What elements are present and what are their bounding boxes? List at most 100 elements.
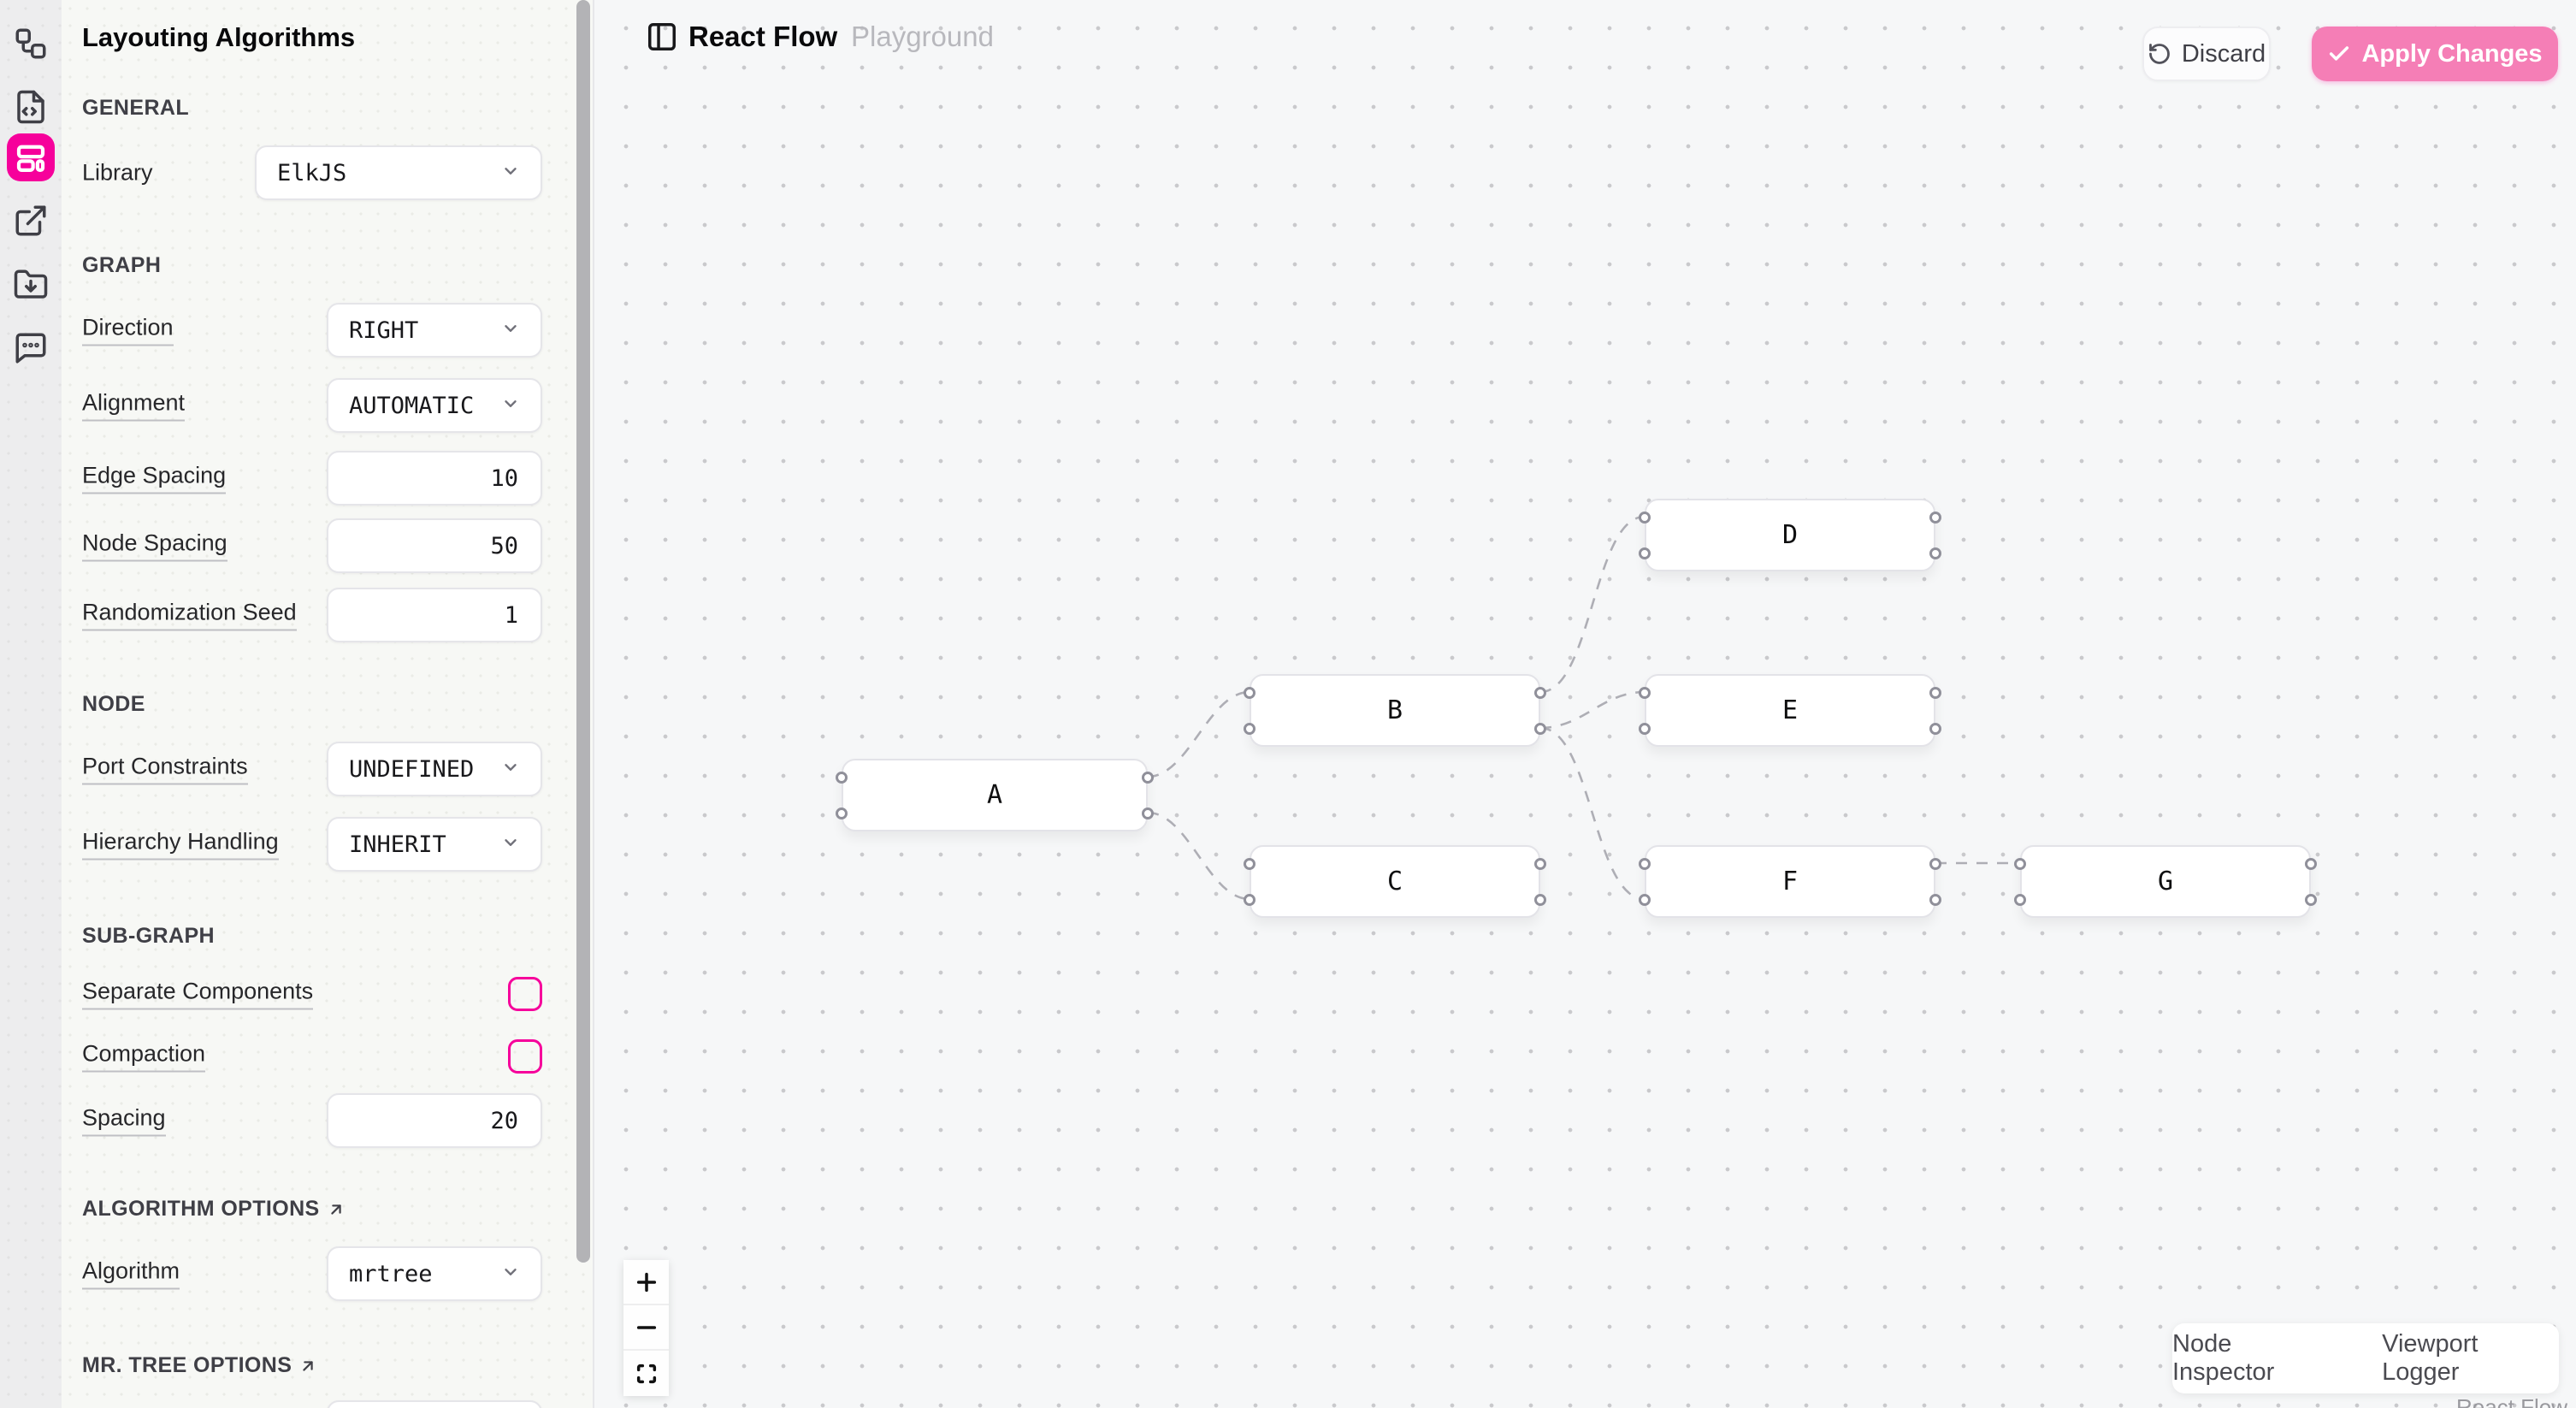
node-label: F	[1781, 867, 1799, 896]
target-handle[interactable]	[1639, 858, 1651, 870]
target-handle[interactable]	[1244, 858, 1256, 870]
section-algorithm-options[interactable]: ALGORITHM OPTIONS	[82, 1197, 346, 1222]
edge-spacing-label: Edge Spacing	[82, 463, 227, 494]
source-handle[interactable]	[1534, 723, 1546, 735]
port-constraints-select[interactable]: UNDEFINED	[327, 742, 542, 796]
chevron-down-icon	[501, 160, 520, 186]
layout-dashboard-icon[interactable]	[7, 133, 55, 181]
panel-toggle-icon[interactable]	[646, 21, 678, 53]
source-handle[interactable]	[1929, 547, 1941, 559]
source-handle[interactable]	[1929, 858, 1941, 870]
flow-node-G[interactable]: G	[2014, 845, 2317, 918]
edge-B-F	[1539, 726, 1645, 901]
chevron-down-icon	[501, 831, 520, 858]
viewport-logger-toggle[interactable]: Viewport Logger	[2382, 1330, 2479, 1386]
edge-A-B	[1147, 690, 1250, 778]
target-handle[interactable]	[1244, 687, 1256, 699]
flow-node-C[interactable]: C	[1244, 845, 1546, 918]
compaction-checkbox[interactable]	[508, 1039, 542, 1074]
section-node: NODE	[82, 692, 145, 716]
target-handle[interactable]	[836, 808, 848, 819]
edge-A-C	[1147, 811, 1250, 901]
flow-canvas[interactable]: React Flow Playground Discard Apply Chan…	[593, 0, 2576, 1408]
target-handle[interactable]	[1244, 894, 1256, 906]
algorithm-select[interactable]: mrtree	[327, 1246, 542, 1301]
flow-edges	[1147, 515, 2020, 901]
zoom-in-button[interactable]	[623, 1260, 669, 1305]
edge-B-E	[1539, 690, 1645, 730]
node-label: G	[2157, 867, 2174, 896]
flow-node-E[interactable]: E	[1639, 674, 1941, 747]
flow-node-B[interactable]: B	[1244, 674, 1546, 747]
source-handle[interactable]	[1534, 858, 1546, 870]
target-handle[interactable]	[1639, 547, 1651, 559]
chevron-down-icon	[501, 756, 520, 783]
message-dots-icon[interactable]	[7, 324, 55, 372]
target-handle[interactable]	[1639, 512, 1651, 524]
check-icon	[2330, 46, 2349, 61]
source-handle[interactable]	[2305, 858, 2317, 870]
fit-view-button[interactable]	[623, 1351, 669, 1396]
source-handle[interactable]	[2305, 894, 2317, 906]
source-handle[interactable]	[1534, 687, 1546, 699]
randomization-seed-input[interactable]: 1	[327, 588, 542, 642]
rotate-ccw-icon	[2148, 44, 2170, 64]
chevron-down-icon	[501, 1261, 520, 1287]
mr-tree-partial-select[interactable]	[327, 1400, 542, 1408]
flow-node-A[interactable]: A	[836, 759, 1154, 831]
alignment-select[interactable]: AUTOMATIC	[327, 378, 542, 433]
flow-node-F[interactable]: F	[1639, 845, 1941, 918]
chevron-down-icon	[501, 393, 520, 419]
library-select[interactable]: ElkJS	[255, 145, 542, 200]
app-subtitle: Playground	[851, 21, 994, 52]
target-handle[interactable]	[2014, 858, 2026, 870]
node-label: C	[1386, 867, 1403, 896]
separate-components-checkbox[interactable]	[508, 977, 542, 1011]
source-handle[interactable]	[1534, 894, 1546, 906]
target-handle[interactable]	[1639, 723, 1651, 735]
section-general: GENERAL	[82, 96, 190, 120]
fit-view-icon	[636, 1364, 656, 1383]
node-spacing-input[interactable]: 50	[327, 518, 542, 573]
source-handle[interactable]	[1929, 723, 1941, 735]
source-handle[interactable]	[1929, 894, 1941, 906]
minus-icon	[636, 1325, 656, 1329]
workflow-icon[interactable]	[7, 20, 55, 68]
folder-download-icon[interactable]	[7, 261, 55, 309]
discard-button[interactable]: Discard	[2142, 27, 2271, 81]
target-handle[interactable]	[1639, 894, 1651, 906]
node-inspector-toggle[interactable]: Node Inspector	[2172, 1330, 2275, 1386]
compaction-label: Compaction	[82, 1041, 206, 1073]
source-handle[interactable]	[1929, 687, 1941, 699]
target-handle[interactable]	[836, 772, 848, 784]
subgraph-spacing-label: Spacing	[82, 1105, 166, 1137]
section-graph: GRAPH	[82, 253, 162, 277]
direction-select[interactable]: RIGHT	[327, 303, 542, 358]
apply-changes-button[interactable]: Apply Changes	[2312, 27, 2558, 81]
node-spacing-label: Node Spacing	[82, 530, 227, 562]
plus-icon	[636, 1272, 656, 1292]
section-mr-tree-options[interactable]: MR. TREE OPTIONS	[82, 1353, 317, 1378]
randomization-seed-label: Randomization Seed	[82, 600, 297, 631]
direction-label: Direction	[82, 315, 174, 346]
zoom-out-button[interactable]	[623, 1305, 669, 1351]
external-link-icon[interactable]	[7, 197, 55, 245]
source-handle[interactable]	[1142, 808, 1154, 819]
node-label: D	[1781, 520, 1799, 550]
react-flow-attribution[interactable]: React Flow	[2455, 1394, 2567, 1408]
separate-components-label: Separate Components	[82, 979, 314, 1010]
file-code-icon[interactable]	[7, 83, 55, 131]
source-handle[interactable]	[1142, 772, 1154, 784]
target-handle[interactable]	[1244, 723, 1256, 735]
target-handle[interactable]	[2014, 894, 2026, 906]
edge-spacing-input[interactable]: 10	[327, 451, 542, 506]
node-label: A	[986, 780, 1003, 810]
flow-header: React Flow Playground Discard Apply Chan…	[594, 0, 2576, 103]
target-handle[interactable]	[1639, 687, 1651, 699]
panel-scrollbar[interactable]	[576, 0, 590, 1263]
subgraph-spacing-input[interactable]: 20	[327, 1093, 542, 1148]
hierarchy-handling-select[interactable]: INHERIT	[327, 817, 542, 872]
flow-node-D[interactable]: D	[1639, 499, 1941, 571]
source-handle[interactable]	[1929, 512, 1941, 524]
